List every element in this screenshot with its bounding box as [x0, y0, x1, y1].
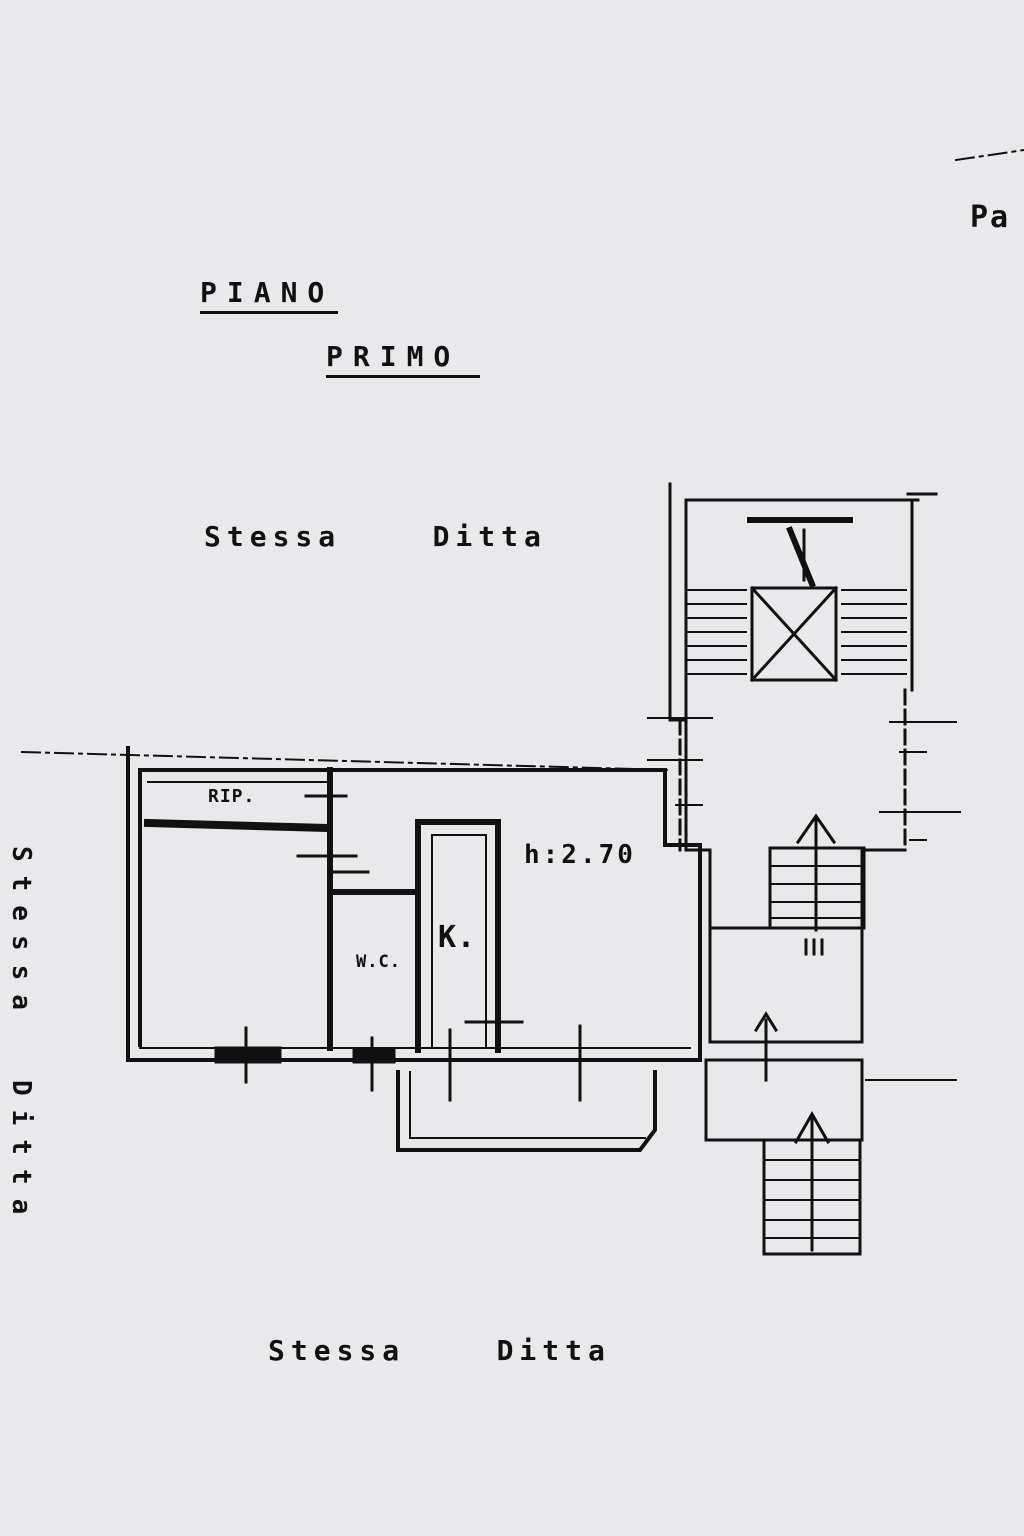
corner-text-fragment: Pa — [970, 200, 1011, 235]
neighbour-label-top: Stessa Ditta — [204, 520, 547, 553]
room-label-kitchen: K. — [438, 920, 477, 955]
boundary-line — [20, 148, 1024, 772]
window-markers — [214, 794, 582, 1102]
neighbour-label-bottom: Stessa Ditta — [268, 1334, 611, 1367]
grid-ticks — [647, 717, 961, 1081]
plan-title-line2: PRIMO — [326, 340, 481, 378]
landing — [684, 718, 907, 1256]
stair-treads-left — [685, 589, 747, 675]
ceiling-height-label: h:2.70 — [524, 840, 636, 870]
plan-title-line1: PIANO — [200, 276, 339, 314]
stair-treads-right — [841, 589, 907, 675]
neighbour-label-left-1: Stessa — [6, 846, 36, 1024]
stair-arrows — [753, 813, 837, 1252]
balcony — [396, 1070, 657, 1152]
room-label-wc: W.C. — [356, 952, 401, 972]
stair-treads-lower — [763, 865, 865, 1239]
neighbour-label-left-2: Ditta — [6, 1080, 36, 1229]
room-label-storage: RIP. — [208, 786, 256, 807]
stairwell — [668, 482, 938, 852]
